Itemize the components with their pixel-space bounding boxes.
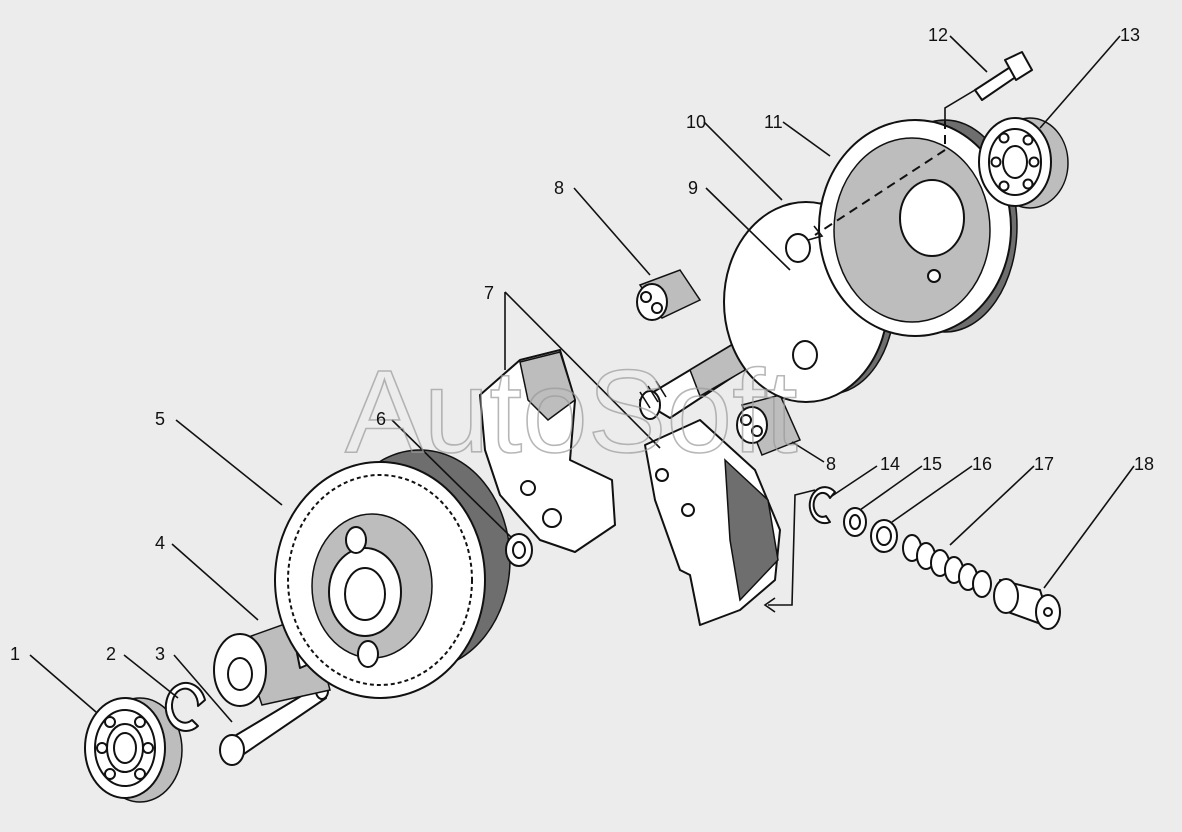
part-15-washer: [843, 507, 867, 537]
assembly-guides: [763, 89, 976, 613]
callout-10: 10: [686, 112, 706, 132]
part-13-ball-bearing: [978, 117, 1069, 209]
callout-5: 5: [155, 409, 165, 429]
watermark-text: AutoSoft: [345, 346, 798, 478]
part-17-spring: [902, 534, 992, 598]
part-1-ball-bearing: [84, 697, 183, 803]
callout-16: 16: [972, 454, 992, 474]
callout-numbers: 1 2 3 4 5 6 7 8 9 10 11 12 13 14 15 16 1…: [10, 25, 1154, 664]
part-6-washer: [505, 533, 533, 567]
callout-7: 7: [484, 283, 494, 303]
callout-2: 2: [106, 644, 116, 664]
part-7-flyweight-right: [644, 419, 781, 626]
callout-9: 9: [688, 178, 698, 198]
part-7-flyweight-left: [479, 349, 616, 553]
callout-8: 8: [554, 178, 564, 198]
callout-6: 6: [376, 409, 386, 429]
callout-11: 11: [764, 112, 783, 132]
leader-lines: [29, 35, 1135, 723]
callout-8-second: 8: [826, 454, 836, 474]
callout-18: 18: [1134, 454, 1154, 474]
callout-4: 4: [155, 533, 165, 553]
callout-12: 12: [928, 25, 948, 45]
callout-14: 14: [880, 454, 900, 474]
part-14-snap-ring: [808, 486, 836, 525]
part-12-bolt: [974, 51, 1033, 101]
part-2-snap-ring: [164, 682, 206, 732]
part-8-sleeve-upper: [636, 269, 702, 321]
part-5-gear-plate: [274, 449, 511, 699]
callout-15: 15: [922, 454, 942, 474]
part-16-washer: [870, 519, 898, 553]
part-8-sleeve-lower: [736, 394, 802, 456]
callout-17: 17: [1034, 454, 1054, 474]
callout-1: 1: [10, 644, 20, 664]
callout-13: 13: [1120, 25, 1140, 45]
part-18-plug: [993, 578, 1061, 630]
callout-3: 3: [155, 644, 165, 664]
